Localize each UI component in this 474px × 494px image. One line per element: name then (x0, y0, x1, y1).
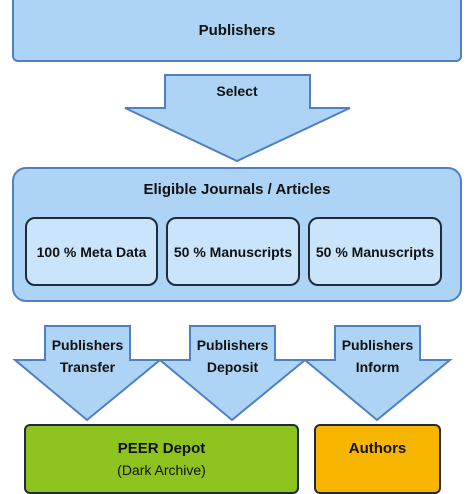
publishers-box: Publishers (12, 0, 462, 62)
eligible-journals-title: Eligible Journals / Articles (143, 181, 331, 198)
publishers-label: Publishers (198, 21, 276, 39)
peer-depot-title: PEER Depot (117, 440, 206, 457)
manuscripts-label-2: 50 % Manuscripts (315, 243, 435, 260)
meta-data-label: 100 % Meta Data (36, 243, 147, 260)
deposit-arrow (157, 325, 308, 422)
manuscripts-box-1: 50 % Manuscripts (166, 217, 300, 286)
manuscripts-box-2: 50 % Manuscripts (308, 217, 442, 286)
transfer-label: Publishers Transfer (51, 337, 124, 375)
peer-depot-subtitle: (Dark Archive) (117, 462, 206, 478)
manuscripts-label-1: 50 % Manuscripts (173, 243, 293, 260)
inform-label: Publishers Inform (341, 337, 414, 375)
deposit-label: Publishers Deposit (196, 337, 269, 375)
select-label: Select (216, 83, 258, 99)
authors-box: Authors (314, 424, 441, 494)
flow-arrows (12, 74, 453, 422)
inform-arrow (302, 325, 453, 422)
authors-title: Authors (348, 440, 407, 457)
meta-data-box: 100 % Meta Data (25, 217, 158, 286)
select-arrow (124, 74, 351, 163)
peer-depot-box: PEER Depot (Dark Archive) (24, 424, 299, 494)
transfer-arrow (12, 325, 163, 422)
